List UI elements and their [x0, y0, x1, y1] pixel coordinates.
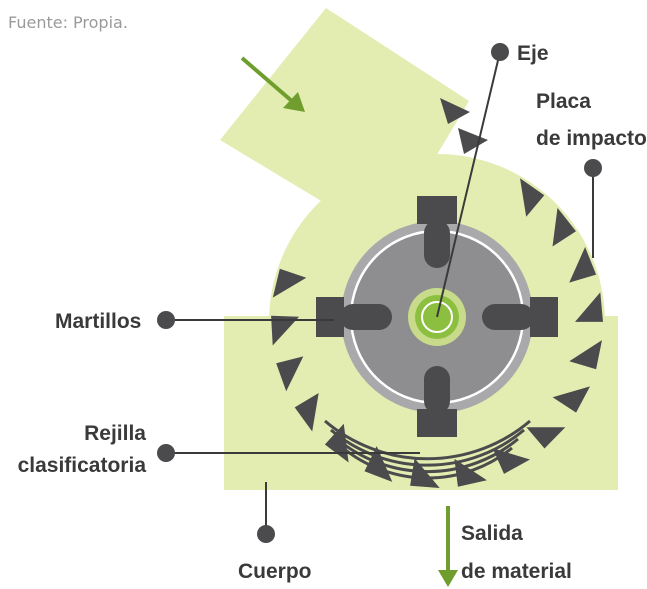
impact-tooth	[552, 207, 576, 247]
classifying-screen	[324, 419, 531, 480]
shaft-highlight	[421, 301, 453, 333]
label-martillos: Martillos	[55, 310, 141, 333]
rejilla-dot	[157, 444, 175, 462]
eje-leader	[436, 51, 501, 318]
label-placa-line2: de impacto	[536, 127, 647, 150]
screen-arc-1	[324, 419, 531, 461]
cuerpo-dot	[257, 525, 275, 543]
impact-tooth	[276, 356, 304, 392]
leader-dots	[157, 43, 602, 543]
label-rejilla-line1: Rejilla	[84, 422, 146, 445]
hammer-right-head	[530, 297, 558, 337]
hammer-left-head	[316, 297, 344, 337]
impact-tooth	[569, 247, 597, 283]
impact-tooth	[294, 393, 319, 432]
leader-lines	[166, 51, 594, 532]
screen-arc-2	[330, 428, 525, 467]
impact-tooth	[569, 340, 602, 370]
impact-tooth	[271, 315, 300, 346]
label-placa-line1: Placa	[536, 90, 591, 113]
source-caption: Fuente: Propia.	[8, 13, 128, 32]
label-rejilla-line2: clasificatoria	[18, 454, 147, 477]
impact-tooth	[526, 427, 566, 449]
hammer-top-head	[417, 196, 457, 224]
eje-dot	[491, 43, 509, 61]
label-salida-line1: Salida	[461, 522, 523, 545]
hammer-left-arm	[340, 304, 392, 330]
output-arrow	[438, 506, 458, 587]
hammer-right-arm	[482, 304, 534, 330]
placa-dot	[584, 159, 602, 177]
input-arrow	[240, 56, 305, 112]
label-eje: Eje	[517, 42, 549, 65]
impact-tooth	[520, 178, 545, 217]
label-salida-line2: de material	[461, 560, 572, 583]
impact-tooth	[272, 268, 307, 298]
label-cuerpo: Cuerpo	[238, 560, 312, 583]
hammer-bottom-arm	[424, 366, 450, 414]
impact-tooth	[440, 98, 470, 124]
hammer-top-arm	[424, 220, 450, 268]
martillos-dot	[157, 311, 175, 329]
impact-tooth	[552, 386, 590, 413]
screen-arc-4	[342, 446, 513, 480]
hammers	[316, 196, 558, 437]
impact-tooth	[575, 292, 603, 322]
impact-tooth	[458, 128, 488, 154]
